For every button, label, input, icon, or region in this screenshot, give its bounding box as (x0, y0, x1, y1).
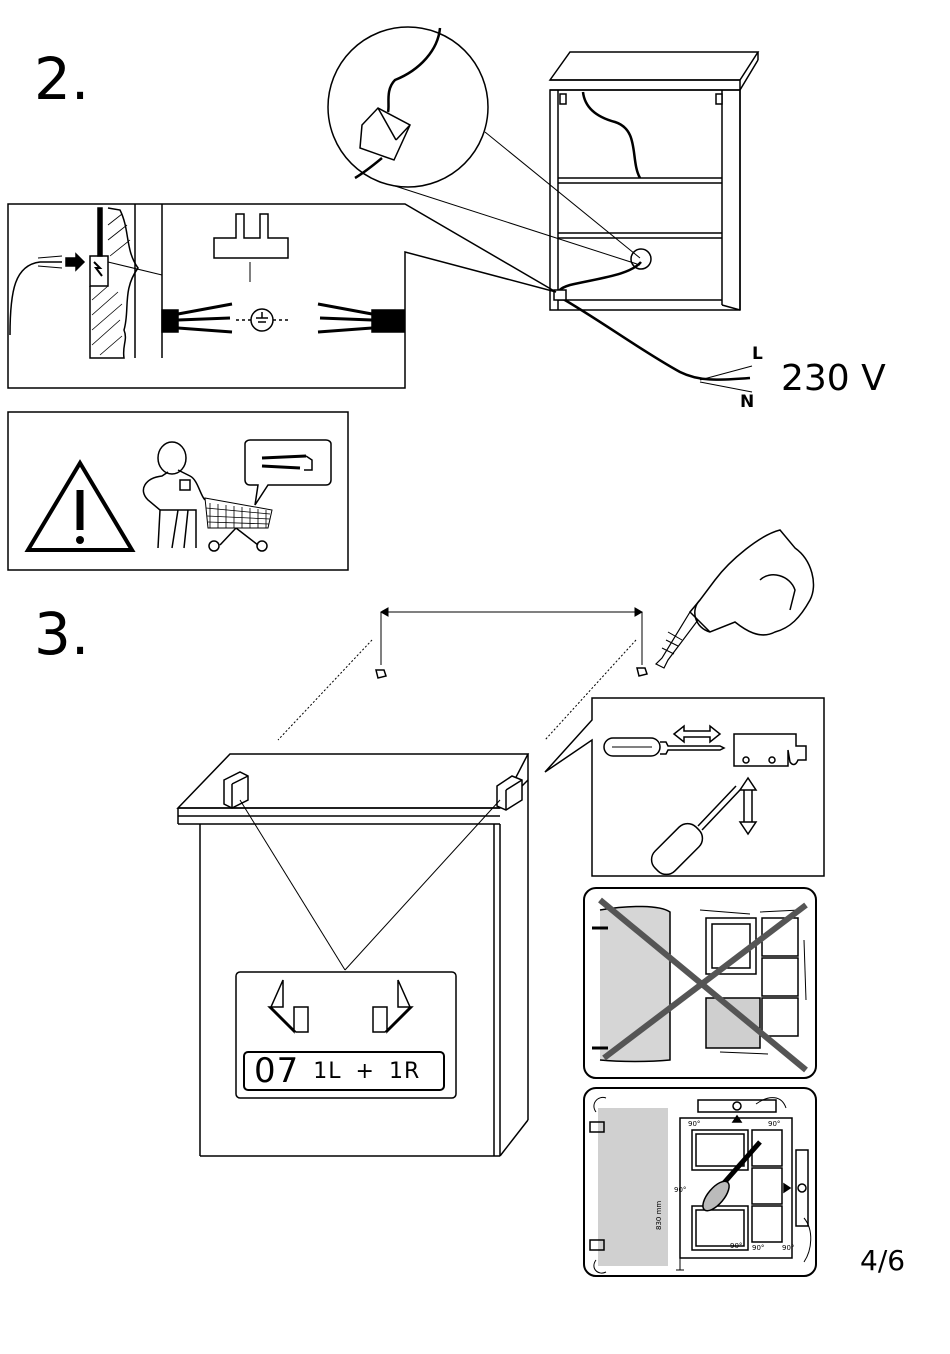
safety-warning-panel (8, 412, 348, 570)
angle-label: 90° (730, 1242, 742, 1250)
wiring-detail-panel (8, 204, 556, 388)
part-code: 07 (254, 1051, 299, 1091)
cabinet-front-drawing (178, 754, 528, 1156)
angle-label: 90° (752, 1244, 764, 1252)
connector-detail-circle (328, 27, 640, 265)
drill-icon (656, 530, 814, 668)
height-dimension: 830 mm (655, 1201, 663, 1230)
part-code-label: 07 1L + 1R (246, 1052, 442, 1090)
neutral-wire-label: N (740, 392, 754, 412)
person-icon (143, 442, 205, 548)
angle-label: 90° (768, 1120, 780, 1128)
angle-label: 90° (674, 1186, 686, 1194)
step-2-number: 2. (34, 50, 89, 108)
angle-label: 90° (782, 1244, 794, 1252)
part-left: 1L (313, 1059, 341, 1084)
shopping-cart-icon (205, 498, 272, 551)
angle-label: 90° (688, 1120, 700, 1128)
part-right: 1R (389, 1059, 420, 1084)
live-wire-label: L (752, 344, 763, 364)
part-plus: + (356, 1059, 375, 1084)
voltage-label: 230 V (781, 358, 886, 399)
screwdriver-icon (604, 726, 756, 879)
page-number: 4/6 (860, 1244, 905, 1277)
step-3-number: 3. (34, 605, 89, 663)
incorrect-mounting-panel (584, 888, 816, 1078)
hinge-bracket-icon (224, 772, 522, 810)
wall-cabinet-drawing (550, 52, 758, 310)
adjustment-detail-panel (545, 698, 824, 879)
